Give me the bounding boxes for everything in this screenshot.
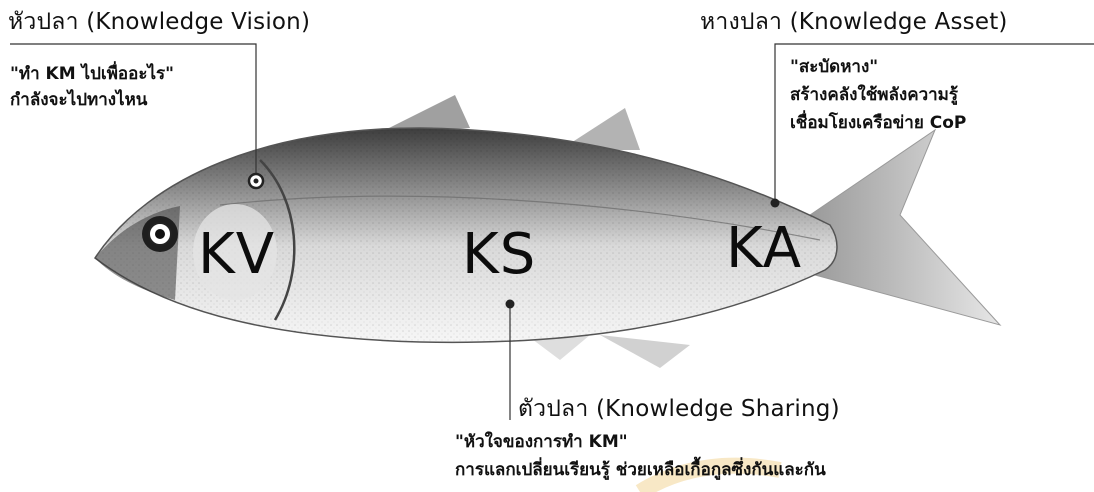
- tail-note-line1: "สะบัดหาง": [790, 55, 878, 79]
- ventral-fin: [600, 335, 690, 368]
- body-title: ตัวปลา (Knowledge Sharing): [518, 391, 840, 427]
- head-note-line2: กำลังจะไปทางไหน: [10, 88, 147, 112]
- abbr-ks: KS: [462, 222, 536, 287]
- head-note-line1: "ทำ KM ไปเพื่ออะไร": [10, 62, 174, 86]
- tail-note-line3: เชื่อมโยงเครือข่าย CoP: [790, 111, 966, 135]
- body-note-line1: "หัวใจของการทำ KM": [455, 430, 628, 454]
- head-title: หัวปลา (Knowledge Vision): [8, 4, 310, 40]
- tail-note-line2: สร้างคลังใช้พลังความรู้: [790, 83, 958, 107]
- body-note-line2: การแลกเปลี่ยนเรียนรู้ ช่วยเหลือเกื้อกูลซ…: [455, 458, 826, 482]
- fish-eye-pupil: [155, 229, 165, 239]
- tail-title: หางปลา (Knowledge Asset): [700, 4, 1008, 40]
- abbr-ka: KA: [726, 216, 802, 281]
- abbr-kv: KV: [198, 222, 275, 287]
- tail-fin: [810, 130, 1000, 325]
